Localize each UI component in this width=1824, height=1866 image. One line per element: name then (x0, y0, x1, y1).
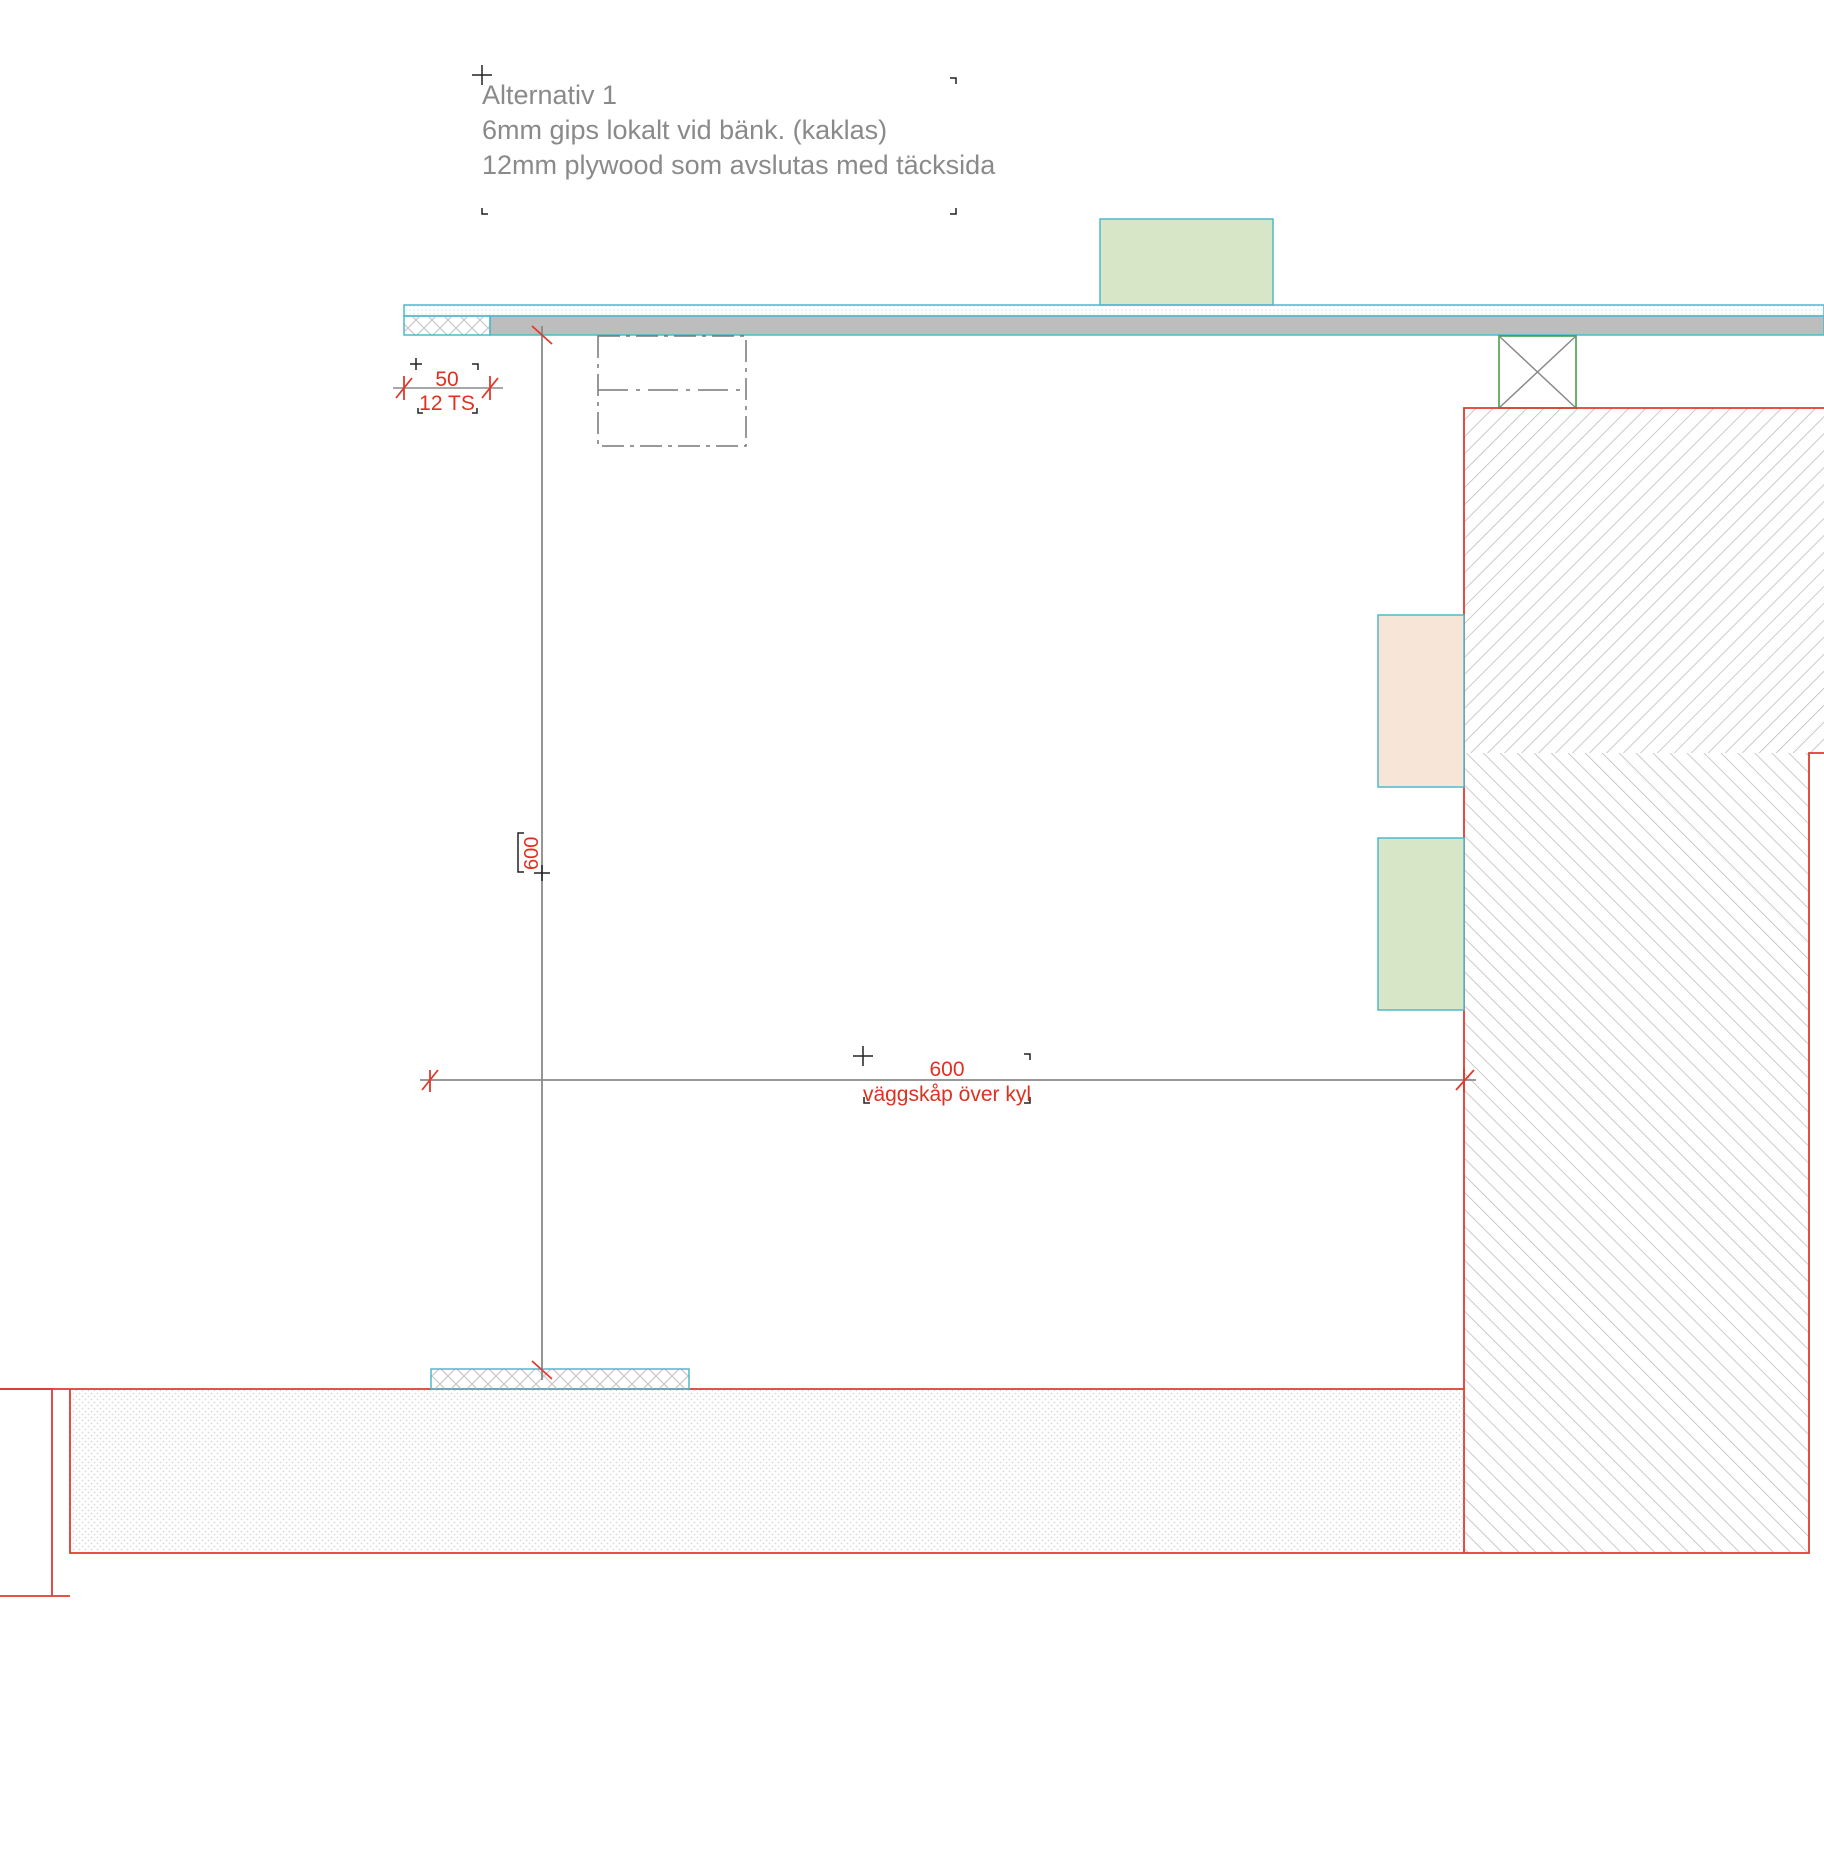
right-wall-outline (1463, 407, 1824, 1554)
vertical-dimension: 600 (517, 325, 553, 1380)
bottom-left-bracket (0, 1388, 70, 1597)
top-wall-gray-strip (489, 315, 1824, 336)
note-line-1: Alternativ 1 (482, 80, 617, 110)
note-frame-corner-br (950, 208, 957, 215)
top-wall-thin-layer (403, 304, 1824, 317)
bottom-cross-hatch-panel (430, 1368, 690, 1390)
note-frame-corner-bl (481, 208, 488, 215)
note-origin-cross (472, 65, 492, 85)
note-block: Alternativ 1 6mm gips lokalt vid bänk. (… (472, 65, 996, 215)
horizontal-dimension-label: väggskåp över kyl (863, 1083, 1031, 1106)
right-wall-lower-hatch (1464, 753, 1809, 1553)
right-wall (1463, 407, 1824, 1554)
bottom-counter-dotted-fill (70, 1389, 1464, 1553)
top-wall-cross-hatch-end (403, 315, 491, 336)
right-wall-upper-hatch (1464, 408, 1824, 753)
note-frame-corner-tr (950, 77, 957, 84)
stud-cross-box (1498, 335, 1577, 409)
bottom-counter-outline (0, 1388, 1464, 1554)
dashed-outline-box (597, 335, 747, 447)
horizontal-dimension: 600 väggskåp över kyl (420, 1046, 1476, 1106)
small-dimension: 50 12 TS (393, 358, 503, 415)
note-line-3: 12mm plywood som avslutas med täcksida (482, 150, 996, 180)
horizontal-dimension-value: 600 (929, 1058, 964, 1081)
bottom-counter (0, 1368, 1464, 1597)
side-green-block (1377, 837, 1465, 1011)
top-wall-panel (403, 218, 1824, 336)
small-dimension-label: 12 TS (419, 392, 475, 415)
note-line-2: 6mm gips lokalt vid bänk. (kaklas) (482, 115, 887, 145)
peach-block (1377, 614, 1465, 788)
vertical-dimension-value: 600 (521, 837, 543, 870)
small-dimension-value: 50 (435, 368, 458, 391)
top-wall-green-block (1099, 218, 1274, 306)
